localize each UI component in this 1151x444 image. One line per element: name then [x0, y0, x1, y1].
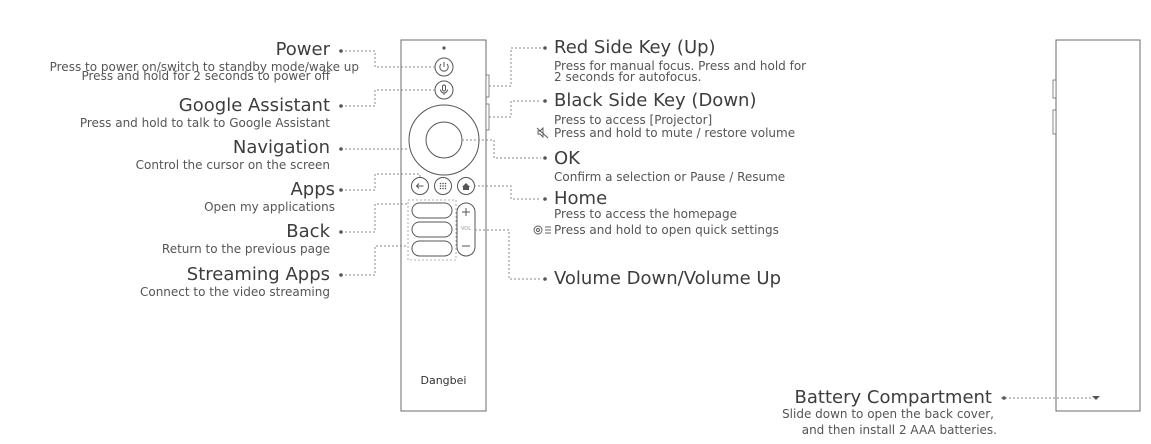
back-title: Back	[286, 221, 330, 242]
right-leader-dots	[543, 46, 1006, 400]
black-side-key[interactable]	[485, 103, 490, 131]
battery-desc-2: and then install 2 AAA batteries.	[801, 423, 997, 437]
settings-icon	[533, 225, 551, 235]
power-title: Power	[275, 39, 330, 60]
navigation-desc: Control the cursor on the screen	[135, 158, 330, 172]
left-leader-dots	[339, 49, 343, 277]
black-side-key-desc-2: Press and hold to mute / restore volume	[554, 126, 796, 140]
red-side-key[interactable]	[485, 74, 490, 98]
battery-title: Battery Compartment	[794, 387, 992, 408]
assistant-button[interactable]	[434, 80, 454, 100]
streaming-apps-highlight	[407, 199, 457, 261]
volume-title: Volume Down/Volume Up	[554, 268, 782, 289]
streaming-apps-title: Streaming Apps	[186, 264, 330, 285]
streaming-app-button-2[interactable]	[411, 221, 453, 238]
red-side-key-desc-2: 2 seconds for autofocus.	[554, 70, 702, 84]
right-leaders	[462, 47, 1092, 399]
battery-desc-1: Slide down to open the back cover,	[782, 407, 994, 421]
volume-label: VOL	[460, 226, 472, 232]
mute-icon	[536, 126, 549, 139]
streaming-app-button-1[interactable]	[411, 202, 453, 219]
apps-grid-icon	[439, 182, 447, 190]
streaming-app-button-3[interactable]	[411, 240, 453, 257]
remote-side-body	[1055, 39, 1141, 412]
black-side-key-title: Black Side Key (Down)	[554, 90, 757, 111]
google-assistant-title: Google Assistant	[178, 95, 330, 116]
indicator-light	[442, 46, 446, 50]
black-side-key-desc-1: Press to access [Projector]	[554, 113, 713, 127]
home-icon	[462, 183, 470, 190]
power-desc-1: Press to power on/switch to standby mode…	[49, 60, 359, 74]
ok-desc: Confirm a selection or Pause / Resume	[554, 170, 786, 184]
apps-title: Apps	[290, 179, 335, 200]
home-desc-1: Press to access the homepage	[554, 207, 738, 221]
back-desc: Return to the previous page	[161, 242, 330, 256]
side-view-key-2	[1052, 109, 1057, 135]
red-side-key-title: Red Side Key (Up)	[554, 37, 716, 58]
battery-arrow-icon	[1092, 396, 1100, 400]
home-desc-2: Press and hold to open quick settings	[554, 223, 779, 237]
ok-button[interactable]	[425, 121, 463, 159]
microphone-icon	[440, 84, 448, 95]
remote-brand-logo: Dangbei	[420, 374, 467, 387]
back-arrow-icon	[415, 183, 424, 189]
navigation-title: Navigation	[232, 137, 330, 158]
power-desc-2: Press and hold for 2 seconds to power of…	[81, 69, 330, 83]
ok-title: OK	[554, 148, 580, 169]
side-view-key-1	[1052, 79, 1057, 99]
apps-desc: Open my applications	[204, 200, 335, 214]
power-icon	[439, 62, 449, 72]
home-title: Home	[554, 188, 608, 209]
red-side-key-desc-1: Press for manual focus. Press and hold f…	[554, 59, 807, 73]
left-leaders	[345, 50, 435, 276]
google-assistant-desc: Press and hold to talk to Google Assista…	[79, 116, 330, 130]
streaming-apps-desc: Connect to the video streaming	[139, 285, 330, 299]
